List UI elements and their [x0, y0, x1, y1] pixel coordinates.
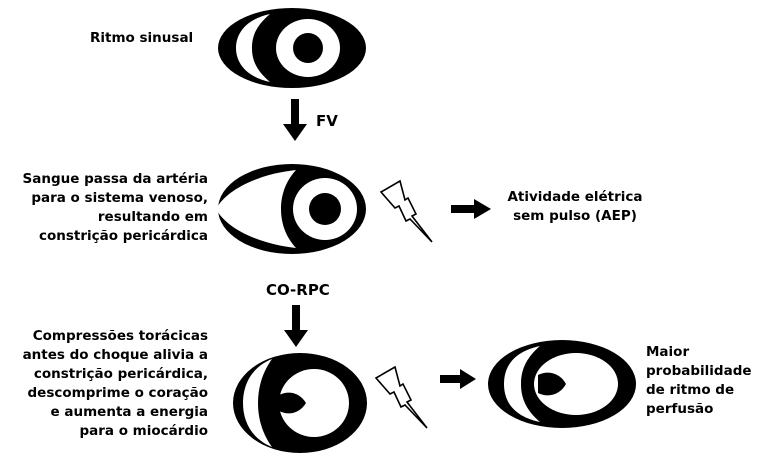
- text-line: antes do choque alivia a: [22, 347, 208, 363]
- text-compression: Compressões torácicas antes do choque al…: [8, 327, 208, 441]
- label-sinus-rhythm: Ritmo sinusal: [90, 30, 194, 46]
- text-line: de ritmo de: [646, 382, 735, 398]
- text-line: descomprime o coração: [27, 385, 208, 401]
- text-line: resultando em: [97, 209, 208, 225]
- text-line: para o miocárdio: [79, 423, 208, 439]
- text-perfusion-outcome: Maior probabilidade de ritmo de perfusão: [646, 343, 752, 419]
- text-vf-state: Sangue passa da artéria para o sistema v…: [8, 170, 208, 246]
- text-line: Sangue passa da artéria: [22, 171, 208, 187]
- text-line: e aumenta a energia: [50, 404, 208, 420]
- text-line: constrição pericárdica: [38, 228, 208, 244]
- text-pea-outcome: Atividade elétrica sem pulso (AEP): [500, 188, 650, 226]
- text-line: Atividade elétrica: [507, 189, 643, 205]
- text-line: sem pulso (AEP): [513, 208, 637, 224]
- text-line: para o sistema venoso,: [31, 190, 208, 206]
- text-line: Maior: [646, 344, 690, 360]
- label-co-rpc: CO-RPC: [266, 281, 330, 299]
- text-line: perfusão: [646, 401, 714, 417]
- text-line: Compressões torácicas: [32, 328, 208, 344]
- text-line: constrição pericárdica,: [33, 366, 208, 382]
- text-line: probabilidade: [646, 363, 752, 379]
- label-fv: FV: [316, 112, 338, 130]
